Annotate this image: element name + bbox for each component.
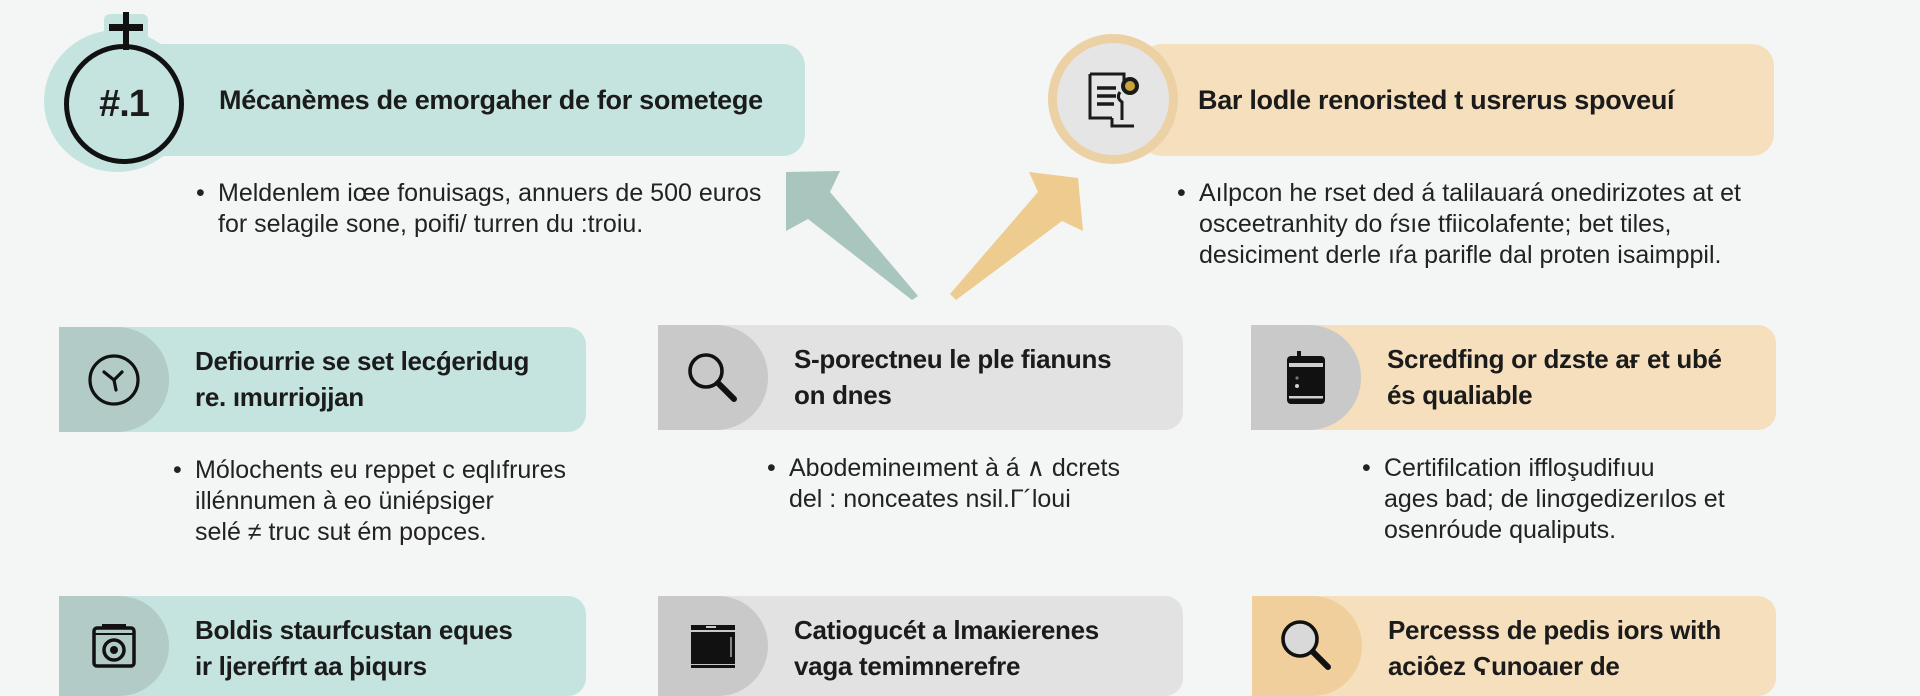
card-1-icon-pane — [59, 327, 169, 432]
card-6: Percesss de pedis iors with aciôez Ϛunoa… — [1252, 596, 1776, 696]
card-4: Boldis staurfcustan eques ir ljereŕfrt a… — [59, 596, 586, 696]
bullet-line: osceetranhity do ŕsıe tfiicolafente; bet… — [1199, 210, 1672, 238]
card-3-bullets: • Certifilcation iffloşudifıuu ages bad;… — [1362, 453, 1804, 546]
camera-lens-icon — [92, 624, 136, 668]
card-3-title: Scredfing or dzste aғ et ubé és qualiabl… — [1387, 344, 1722, 410]
step-2-header — [1140, 44, 1774, 156]
step-1-badge-label: #.1 — [99, 82, 150, 125]
bullet-line: desiciment derle ıŕa parifle dal proten … — [1199, 241, 1722, 269]
window-panel-icon — [691, 625, 735, 668]
card-2: S-porectneu le ple fianuns on dnes — [658, 325, 1183, 430]
bullet-dot: • — [1177, 179, 1186, 207]
step-2-title: Bar lodle renoristed t usrerus spoveuí — [1198, 85, 1675, 115]
card-6-title: Percesss de pedis iors with aciôez Ϛunoa… — [1388, 615, 1721, 681]
step-1-title: Mécanèmes de emorgaher de for sometege — [219, 85, 763, 115]
bullet-line: selé ≠ truc suŧ ém popces. — [195, 518, 487, 546]
card-5-title: Catiogucét a lmaкierenes vaga temimneref… — [794, 615, 1099, 681]
bullet-dot: • — [1362, 454, 1371, 482]
card-3: Scredfing or dzste aғ et ubé és qualiabl… — [1251, 325, 1776, 430]
card-3-icon-pane — [1251, 325, 1361, 430]
search-icon — [688, 352, 737, 402]
card-4-icon-pane — [59, 596, 169, 696]
orange-arrow — [950, 172, 1083, 300]
step-1-block: #.1 Mécanèmes de emorgaher de for somete… — [0, 0, 820, 260]
cross-icon — [109, 12, 143, 50]
bullet-line: ages bad; de linσgedizerılos et — [1384, 485, 1725, 513]
magnifier-icon — [1281, 620, 1331, 670]
bullet-dot: • — [173, 456, 182, 484]
card-2-bullets: • Abodemineıment à á ∧ dcrets del : non… — [767, 453, 1209, 515]
card-2-icon-pane — [658, 325, 768, 430]
bullet-line: for selagile sone, poifi/ turren du :tro… — [218, 210, 644, 238]
step-2-block: Bar lodle renoristed t usrerus spoveuí •… — [1040, 0, 1920, 270]
bullet-dot: • — [767, 454, 776, 482]
bullet-line: osenróude qualiputs. — [1384, 516, 1617, 544]
card-1: Defiourrie se set lecǵeridug re. ımurrio… — [59, 327, 586, 432]
bullet-line: Certifilcation iffloşudifıuu — [1384, 454, 1655, 482]
document-certificate-icon — [1088, 72, 1139, 128]
card-1-title: Defiourrie se set lecǵeridug re. ımurrio… — [195, 346, 530, 412]
card-5-icon-pane — [658, 596, 768, 696]
card-6-icon-pane — [1252, 596, 1362, 696]
clock-icon — [88, 353, 140, 406]
bullet-line: illénnumen à eo üniépsiger — [195, 487, 494, 515]
card-5: Catiogucét a lmaкierenes vaga temimneref… — [658, 596, 1183, 696]
teal-arrow — [786, 171, 918, 300]
bullet-dot: • — [196, 179, 205, 207]
branch-arrows — [786, 171, 1083, 300]
card-4-title: Boldis staurfcustan eques ir ljereŕfrt a… — [195, 615, 513, 681]
bullet-line: del : nonceates nsil.Г´loui — [789, 485, 1071, 513]
bullet-line: Meldenlem iœe fonuisags, annuers de 500 … — [218, 179, 762, 207]
card-2-title: S-porectneu le ple fianuns on dnes — [794, 344, 1112, 410]
bullet-line: Abodemineıment à á ∧ dcrets — [789, 454, 1120, 482]
step-1-bullets: • Meldenlem iœe fonuisags, annuers de 50… — [196, 178, 818, 240]
step-2-bullets: • Aılpcon he rset ded á talilauará onedi… — [1177, 178, 1899, 271]
storage-device-icon — [1287, 350, 1325, 404]
card-1-bullets: • Mólochents eu reppet c eqlıfrures illé… — [173, 455, 615, 548]
step-1-header — [125, 44, 805, 156]
bullet-line: Aılpcon he rset ded á talilauará onediri… — [1199, 179, 1742, 207]
step-2-badge — [1048, 34, 1178, 164]
bullet-line: Mólochents eu reppet c eqlıfrures — [195, 456, 567, 484]
